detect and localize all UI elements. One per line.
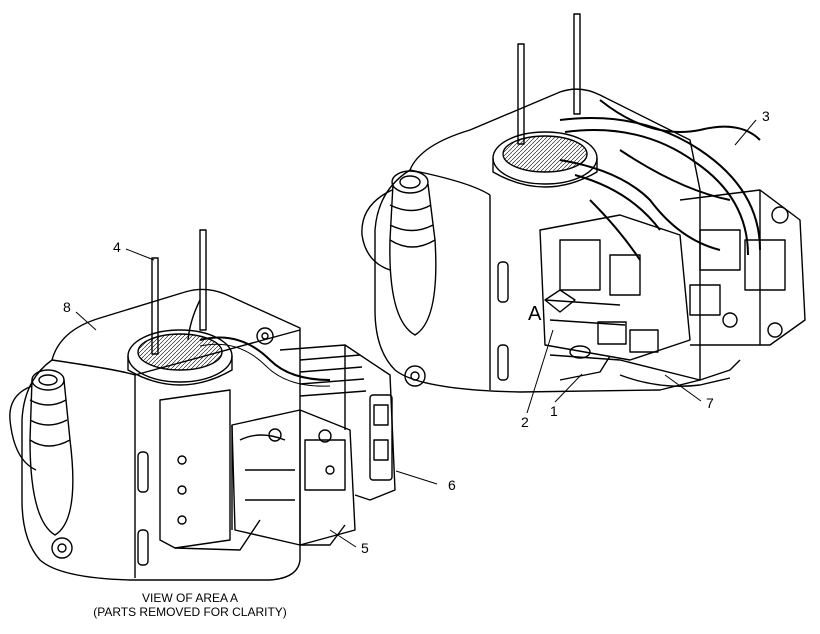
sensor-rod-right-2 [573,13,581,115]
leader-lines [75,119,757,548]
leader-1 [554,373,583,403]
leader-5 [329,529,357,548]
right-tank-body [374,88,701,393]
sensor-rod-right-1 [517,43,525,145]
left-tank-body [21,288,301,581]
callout-3: 3 [762,108,770,124]
leader-2 [526,329,554,414]
caption-line-1: VIEW OF AREA A [141,591,239,605]
leader-3 [734,119,757,146]
view-marker-label: A [528,303,542,325]
sensor-rod-left-2 [199,229,207,331]
pump-module [231,409,356,546]
left-sensor-dome [127,329,233,386]
callout-5: 5 [361,540,369,556]
right-electrical-block [679,189,806,346]
left-filler-cap [9,369,74,536]
callout-4: 4 [113,239,121,255]
base-bracket [549,354,741,381]
leader-8 [75,311,97,331]
callout-6: 6 [448,477,456,493]
leader-7 [664,374,702,402]
hose-bundle [559,99,761,261]
leader-6 [395,470,438,485]
right-filler-cap [361,170,437,336]
right-pump-module [539,214,691,361]
connector-block [279,344,396,501]
leader-4 [125,248,155,261]
left-mount-bracket [159,389,231,549]
right-drain-plug [404,365,426,387]
caption-line-2: (PARTS REMOVED FOR CLARITY) [93,605,287,619]
callout-1: 1 [550,403,558,419]
callout-2: 2 [521,414,529,430]
view-a-indicator [544,289,576,313]
left-tank-assembly [9,229,396,581]
right-tank-assembly [361,13,806,393]
callout-7: 7 [706,395,714,411]
sensor-rod-left-1 [151,257,159,355]
left-drain-plug [51,537,73,559]
callout-8: 8 [63,299,71,315]
right-sensor-dome [492,131,598,188]
left-tank-slot [137,451,149,493]
